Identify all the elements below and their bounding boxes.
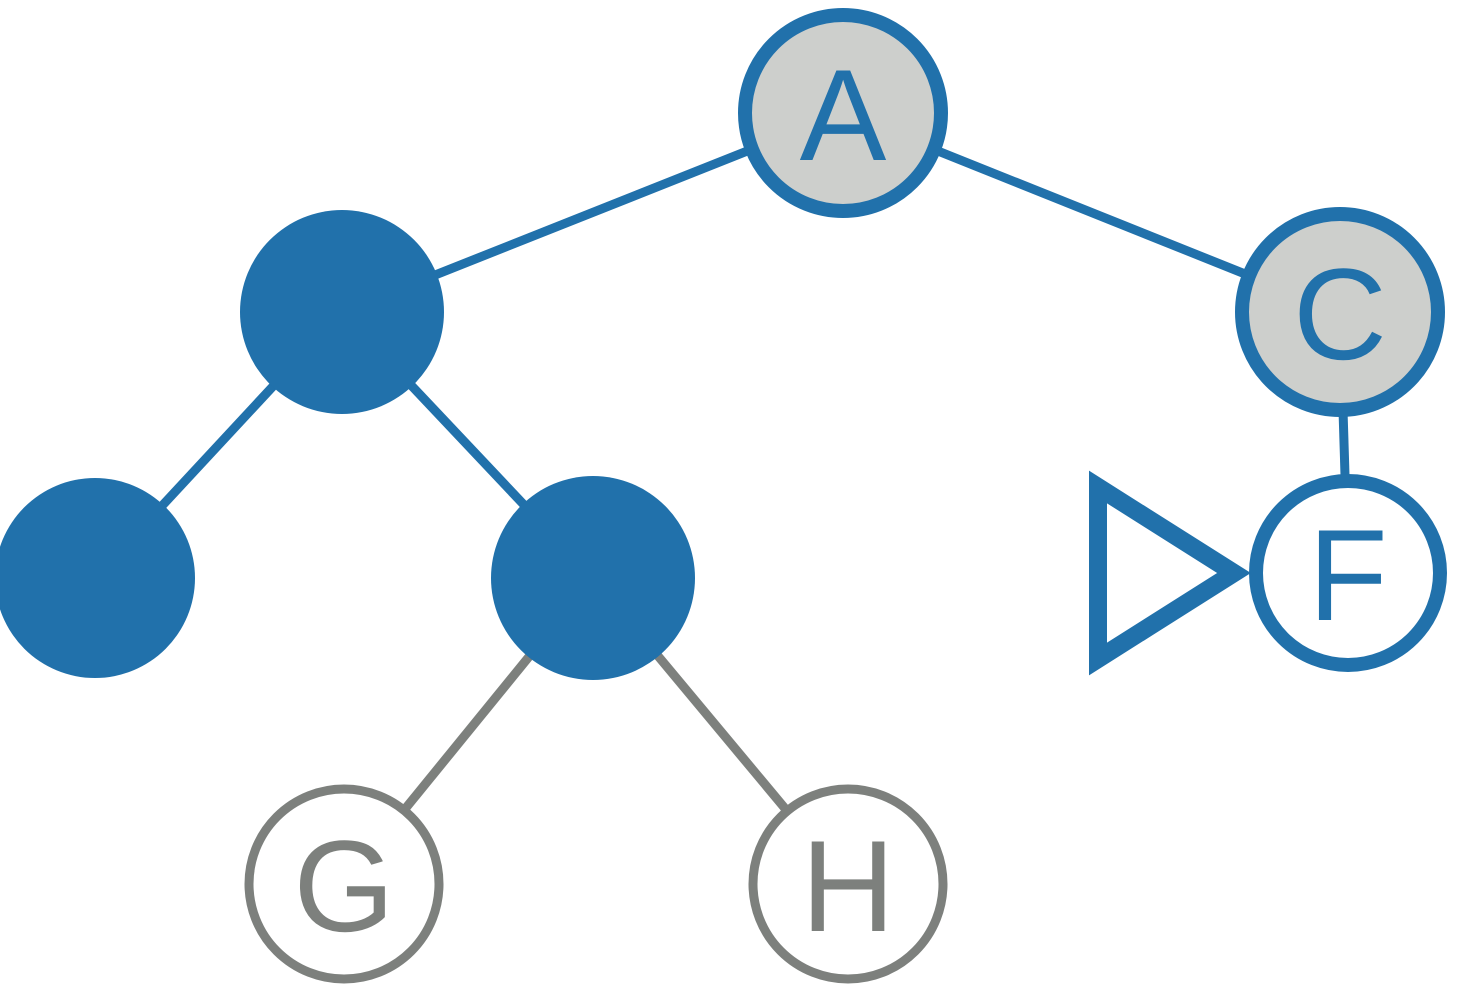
node-circle-f[interactable] [1249,474,1447,672]
node-label-c: C [1293,241,1387,387]
node-label-h: H [801,813,895,959]
tree-node-b[interactable] [240,210,444,414]
node-circle-a[interactable] [738,8,948,218]
play-triangle-icon [1089,470,1251,676]
node-circle-g[interactable] [244,784,444,984]
tree-node-c[interactable]: C [1235,207,1445,417]
tree-node-e[interactable] [491,476,695,680]
node-circle-e[interactable] [491,476,695,680]
node-circle-b[interactable] [240,210,444,414]
tree-node-f[interactable]: F [1249,474,1447,672]
tree-node-a[interactable]: A [738,8,948,218]
tree-node-g[interactable]: G [244,784,444,984]
node-circle-h[interactable] [748,784,948,984]
edges-layer [91,108,1353,887]
node-label-a: A [800,42,887,188]
node-circle-c[interactable] [1235,207,1445,417]
tree-node-h[interactable]: H [748,784,948,984]
node-label-g: G [293,813,394,959]
markers-layer [1089,470,1251,676]
nodes-layer: A CF G H [0,8,1447,984]
node-label-f: F [1308,502,1387,648]
tree-node-d[interactable] [0,478,195,678]
node-circle-d[interactable] [0,478,195,678]
